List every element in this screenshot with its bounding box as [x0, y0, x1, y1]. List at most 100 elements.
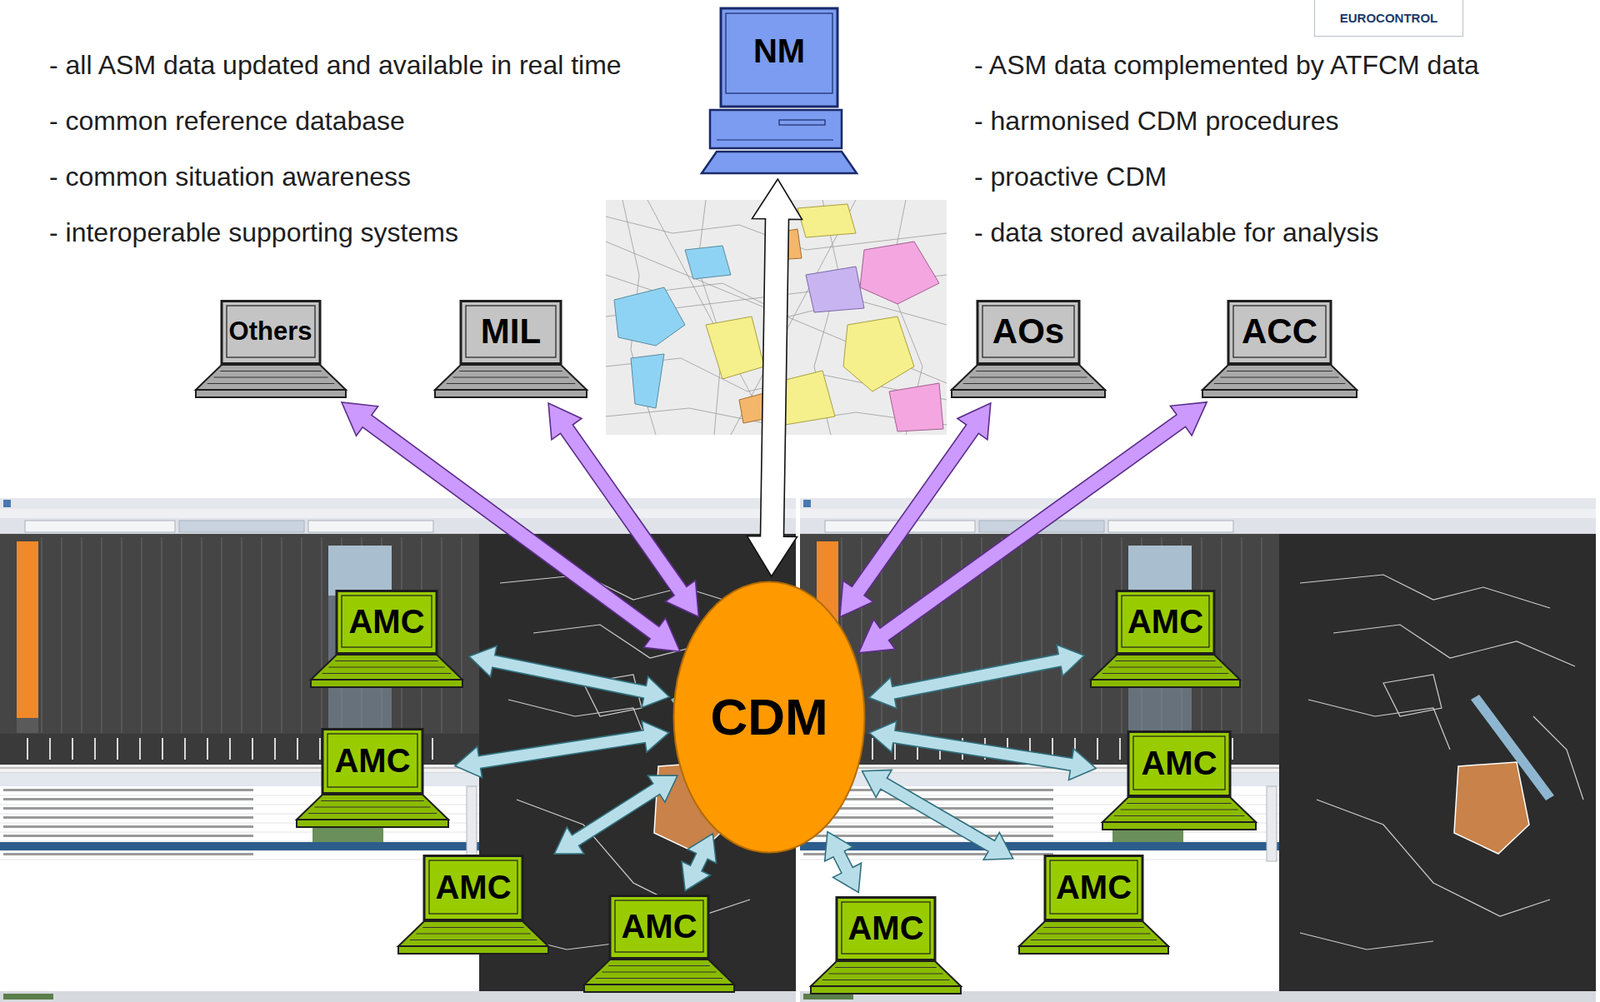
laptop-node-shape-part	[1220, 376, 1340, 378]
amc-laptop-shape-part	[310, 680, 463, 688]
amc-laptop-shape-part	[1050, 860, 1138, 915]
amc-laptop-shape-part	[1109, 666, 1223, 668]
node-text-area: AMC	[1116, 590, 1215, 654]
monitor-node-shape-part	[701, 151, 857, 174]
laptop-node-shape-part	[951, 390, 1105, 398]
laptop-node-shape-part	[1226, 370, 1333, 372]
amc-laptop-shape-part	[1030, 940, 1158, 941]
laptop-node-shape-part	[206, 383, 335, 385]
laptop-node-shape-part	[1202, 365, 1357, 390]
amc-laptop-shape-part	[424, 856, 523, 921]
laptop-node-shape	[193, 300, 349, 400]
laptop-node: MIL	[432, 300, 590, 400]
amc-laptop-shape-part	[410, 940, 538, 941]
airspace-map-part	[705, 316, 765, 380]
bullet-note: - harmonised CDM procedures	[974, 104, 1340, 138]
node-text-area: AMC	[424, 855, 523, 920]
cdm-ellipse-shape-part	[674, 582, 865, 854]
amc-laptop-shape-part	[1126, 803, 1232, 805]
amc-laptop-shape-part	[1090, 680, 1240, 688]
node-label: AMC	[435, 869, 511, 906]
airspace-map-part	[805, 266, 865, 313]
airspace-map-part	[685, 245, 731, 280]
bullet-note: - data stored available for analysis	[974, 215, 1380, 250]
laptop-node-shape-part	[195, 390, 346, 398]
node-label: Others	[229, 317, 313, 346]
node-label: ACC	[1241, 312, 1318, 351]
amc-laptop-shape-part	[310, 655, 463, 680]
double-arrow-connector	[862, 770, 1014, 860]
airspace-map-part	[843, 316, 915, 392]
bullet-note: - common reference database	[49, 104, 405, 138]
bullet-note: - all ASM data updated and available in …	[49, 48, 622, 82]
amc-laptop-shape-part	[829, 973, 944, 975]
amc-laptop-shape-part	[602, 971, 717, 973]
node-label: AMC	[1055, 869, 1132, 906]
amc-laptop-shape-part	[1019, 946, 1169, 955]
amc-laptop-shape-part	[584, 985, 735, 993]
node-text-area: AMC	[322, 728, 423, 794]
monitor-node-shape-part	[779, 120, 825, 125]
monitor-node-shape-part	[716, 140, 834, 141]
amc-laptop-shape-part	[1045, 856, 1143, 921]
double-arrow-connector	[869, 721, 1096, 781]
amc-laptop-shape-part	[1115, 660, 1216, 662]
monitor-node-shape-part	[720, 8, 838, 107]
amc-laptop-shape-part	[315, 806, 431, 808]
bullet-note: - ASM data complemented by ATFCM data	[974, 48, 1480, 82]
amc-laptop: AMC	[1016, 855, 1171, 957]
monitor-node-shape-part	[725, 13, 833, 94]
bullet-note: - interoperable supporting systems	[49, 215, 459, 250]
laptop-node-shape-part	[1202, 390, 1357, 398]
amc-laptop-shape-part	[422, 927, 525, 929]
amc-laptop-shape-part	[608, 965, 710, 967]
node-label: AMC	[1140, 745, 1217, 782]
laptop-node-shape-part	[221, 301, 320, 365]
double-arrow-connector	[825, 832, 862, 894]
amc-laptop-shape-part	[835, 967, 937, 969]
amc-laptop: AMC	[294, 728, 451, 830]
laptop-node-shape-part	[195, 365, 346, 390]
laptop-node: ACC	[1200, 300, 1360, 400]
amc-laptop-shape-part	[335, 660, 439, 662]
amc-laptop-shape-part	[416, 933, 531, 935]
laptop-node-shape-part	[446, 383, 576, 385]
laptop-node-shape-part	[977, 301, 1080, 365]
amc-laptop-shape-part	[836, 898, 935, 961]
node-text-area: AMC	[336, 590, 437, 654]
amc-laptop-shape-part	[398, 921, 549, 947]
double-arrow-connector	[554, 775, 678, 855]
amc-laptop-shape-part	[1019, 921, 1169, 947]
amc-laptop-shape-part	[1043, 927, 1145, 929]
airspace-map-part	[630, 354, 665, 409]
amc-laptop-shape-part	[584, 960, 735, 985]
amc-laptop-shape-part	[810, 986, 961, 995]
amc-laptop-shape-part	[595, 978, 724, 980]
node-text-area: AMC	[836, 896, 935, 960]
amc-laptop-shape-part	[1037, 933, 1151, 935]
laptop-node-shape-part	[963, 383, 1095, 385]
laptop-node-shape-part	[213, 376, 328, 378]
double-arrow-connector	[840, 403, 991, 618]
monitor-node-shape	[700, 6, 859, 175]
node-text-area: ACC	[1228, 300, 1331, 364]
tool-screenshots-part	[800, 498, 1596, 1002]
amc-laptop: AMC	[808, 896, 964, 997]
laptop-node-shape-part	[982, 305, 1075, 358]
amc-laptop-shape-part	[1114, 815, 1245, 817]
amc-laptop-shape-part	[398, 946, 549, 955]
node-label: AMC	[1127, 603, 1204, 640]
node-text-area: MIL	[460, 300, 561, 364]
airspace-map-part	[860, 241, 940, 305]
amc-laptop: AMC	[1088, 590, 1243, 690]
node-label: AOs	[992, 312, 1065, 351]
laptop-node: AOs	[949, 300, 1108, 400]
amc-laptop-shape-part	[841, 902, 930, 955]
amc-laptop-shape-part	[810, 961, 961, 987]
laptop-node: Others	[193, 300, 349, 400]
laptop-node-shape-part	[975, 370, 1081, 372]
laptop-node-shape-part	[465, 305, 556, 358]
airspace-map-part	[797, 204, 856, 238]
double-arrow-connector	[469, 645, 670, 708]
